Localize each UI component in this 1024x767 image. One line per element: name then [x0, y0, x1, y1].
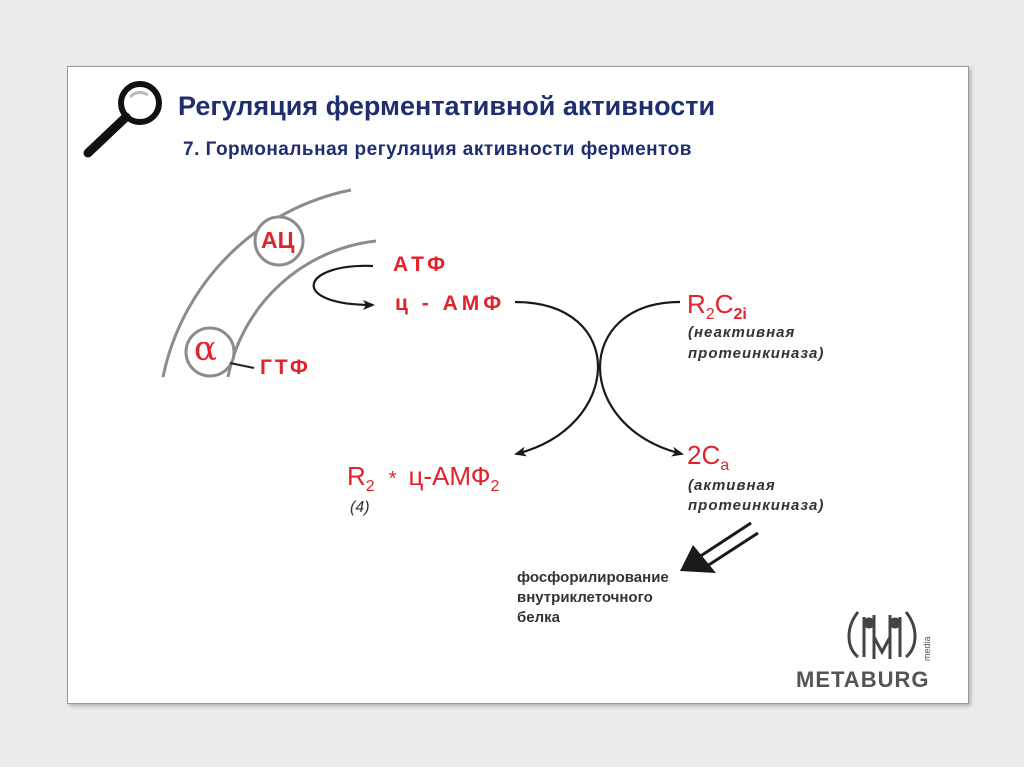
r2c2i-sub2: 2i — [733, 306, 747, 324]
camp-to-r2camp-arrow — [514, 300, 599, 457]
atp-to-camp-arrow — [312, 264, 375, 310]
page-subtitle: 7. Гормональная регуляция активности фер… — [183, 139, 692, 160]
slide: Регуляция ферментативной активности 7. Г… — [67, 66, 969, 704]
atp-label: АТФ — [393, 253, 450, 276]
r2-camp-complex-label: R2*ц-АМФ2 — [347, 461, 499, 496]
r2-camp-mid: ц-АМФ — [408, 461, 491, 491]
r2c2i-sub1: 2 — [705, 306, 715, 324]
r2-camp-sub: 2 — [365, 478, 375, 496]
r2-camp-r: R — [347, 461, 366, 491]
ac-label: АЦ — [261, 227, 295, 253]
r2-camp-count: (4) — [350, 499, 370, 516]
gtp-label: ГТФ — [260, 356, 311, 379]
inactive-kinase-line1: (неактивная — [688, 324, 796, 341]
active-ca-label: 2Ca — [687, 440, 729, 475]
r2c2-to-ca-arrow — [599, 300, 684, 457]
r2c2i-c: C — [714, 289, 734, 319]
page-title: Регуляция ферментативной активности — [178, 91, 716, 121]
r2c2i-r: R — [687, 289, 706, 319]
active-kinase-line2: протеинкиназа) — [688, 497, 825, 514]
membrane-outer-arc — [161, 188, 352, 378]
alpha-subunit-circle — [184, 326, 236, 378]
inactive-kinase-line2: протеинкиназа) — [688, 345, 825, 362]
r2-camp-star: * — [388, 468, 397, 490]
phosphorylation-result: фосфорилирование внутриклеточного белка — [517, 568, 669, 628]
ca-base: 2C — [687, 440, 721, 470]
r2-camp-sub2: 2 — [490, 478, 500, 496]
diagram-canvas — [83, 81, 917, 659]
phosphorylation-double-arrow — [680, 521, 759, 573]
result-line-3: белка — [517, 609, 560, 626]
gtp-connector-line — [229, 362, 255, 369]
r2c2i-label: R2C2i — [687, 289, 747, 324]
active-kinase-line1: (активная — [688, 477, 776, 494]
membrane-inner-arc — [226, 239, 377, 378]
result-line-2: внутриклеточного — [517, 589, 653, 606]
magnifier-icon — [83, 81, 162, 158]
camp-label: ц - АМФ — [395, 292, 506, 315]
logo-media-tag: media — [922, 636, 932, 661]
metaburg-logo-emblem — [847, 611, 917, 659]
alpha-label: α — [194, 329, 217, 369]
result-line-1: фосфорилирование — [517, 569, 669, 586]
logo-wordmark: METABURG — [796, 667, 930, 692]
ca-sub: a — [720, 457, 730, 475]
adenylate-cyclase-circle — [253, 215, 305, 267]
